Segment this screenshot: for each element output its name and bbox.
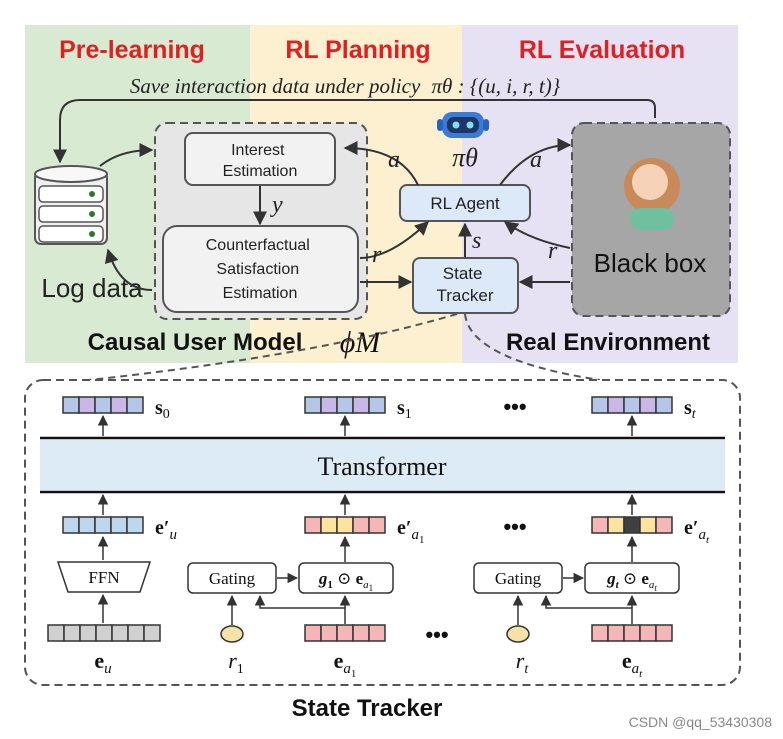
real-environment-label: Real Environment: [506, 329, 710, 356]
state-tracker-line-1: State: [443, 264, 483, 283]
embedding-vector-eat: [591, 516, 673, 534]
r-left-label: r: [372, 242, 382, 268]
svg-text:State Tracker: State Tracker: [437, 264, 494, 305]
save-loop-arrow: [53, 99, 656, 164]
save-caption-tuple: : {(u, i, r, t)}: [458, 74, 561, 98]
agent-to-interest-arrow: [343, 141, 419, 186]
y-label: y: [270, 192, 283, 218]
rl-agent-box: [399, 184, 531, 222]
gated-term-box-1: [298, 562, 394, 594]
counterfactual-line-3: Estimation: [223, 285, 298, 302]
save-caption-policy: πθ: [432, 74, 453, 98]
svg-text:Interest Estimation: Interest Estimation: [223, 142, 298, 180]
blackbox-to-agent-arrow: [503, 221, 571, 249]
input-vector-ea1: [304, 624, 386, 642]
gated-term-box-2: [584, 562, 680, 594]
input-vector-eat: [591, 624, 673, 642]
rl-evaluation-title: RL Evaluation: [519, 36, 685, 64]
gating-label-1: Gating: [209, 569, 256, 588]
database-icon: [34, 165, 108, 245]
interest-line-2: Estimation: [223, 163, 298, 180]
output-ellipsis: •••: [503, 394, 526, 419]
r-right-label: r: [548, 238, 558, 264]
black-box-label: Black box: [594, 248, 707, 278]
embedding-ellipsis: •••: [503, 514, 526, 539]
reward-node-r1: [220, 625, 244, 643]
state-tracker-line-2: Tracker: [437, 286, 494, 305]
a-left-label: a: [388, 147, 400, 173]
log-data-label: Log data: [41, 273, 143, 303]
interest-estimation-box: [184, 132, 336, 186]
gating-box-1: [187, 562, 277, 594]
reward-node-rt: [506, 625, 530, 643]
counterfactual-to-agent-arrow: [359, 221, 430, 259]
output-vector-st: [591, 396, 673, 414]
embedding-vector-eu: [62, 516, 144, 534]
transformer-label: Transformer: [317, 452, 446, 481]
output-vector-s1: [304, 396, 386, 414]
gated-term-2: gt ⊙ eat: [606, 569, 657, 593]
causal-user-model-symbol: ϕM: [340, 326, 383, 359]
state-tracker-box: [412, 257, 519, 314]
output-vector-s0: [62, 396, 144, 414]
policy-symbol: πθ: [452, 143, 478, 172]
user-avatar-icon: [624, 158, 680, 230]
agent-to-blackbox-arrow: [499, 138, 572, 186]
model-to-db-arrow: [104, 248, 153, 291]
svg-text:Counterfactual Satisfactio: Counterfactual Satisfaction Estimation: [206, 237, 315, 302]
ffn-label: FFN: [88, 568, 119, 587]
state-tracker-title: State Tracker: [292, 695, 443, 722]
pre-learning-title: Pre-learning: [59, 36, 205, 64]
rl-agent-label: RL Agent: [430, 194, 500, 213]
ffn-block: [56, 561, 152, 593]
gated-term-1: g1 ⊙ ea1: [318, 569, 373, 593]
robot-icon: [437, 112, 489, 138]
counterfactual-line-2: Satisfaction: [216, 261, 299, 278]
causal-user-model-label: Causal User Model: [88, 329, 303, 356]
counterfactual-box: [162, 225, 359, 313]
input-ellipsis: •••: [425, 622, 448, 647]
save-caption-text: Save interaction data under policy: [130, 74, 421, 98]
watermark: CSDN @qq_53430308: [629, 714, 773, 730]
interest-line-1: Interest: [231, 142, 285, 159]
db-to-model-arrow: [99, 143, 154, 167]
save-caption: Save interaction data under policy πθ : …: [130, 74, 561, 98]
rl-planning-title: RL Planning: [285, 36, 430, 64]
s-label: s: [472, 228, 481, 254]
embedding-vector-ea1: [304, 516, 386, 534]
gating-label-2: Gating: [495, 569, 542, 588]
counterfactual-line-1: Counterfactual: [206, 237, 310, 254]
gating-box-2: [473, 562, 563, 594]
a-right-label: a: [530, 147, 542, 173]
input-vector-eu: [47, 624, 161, 642]
transformer-block: [40, 440, 725, 490]
